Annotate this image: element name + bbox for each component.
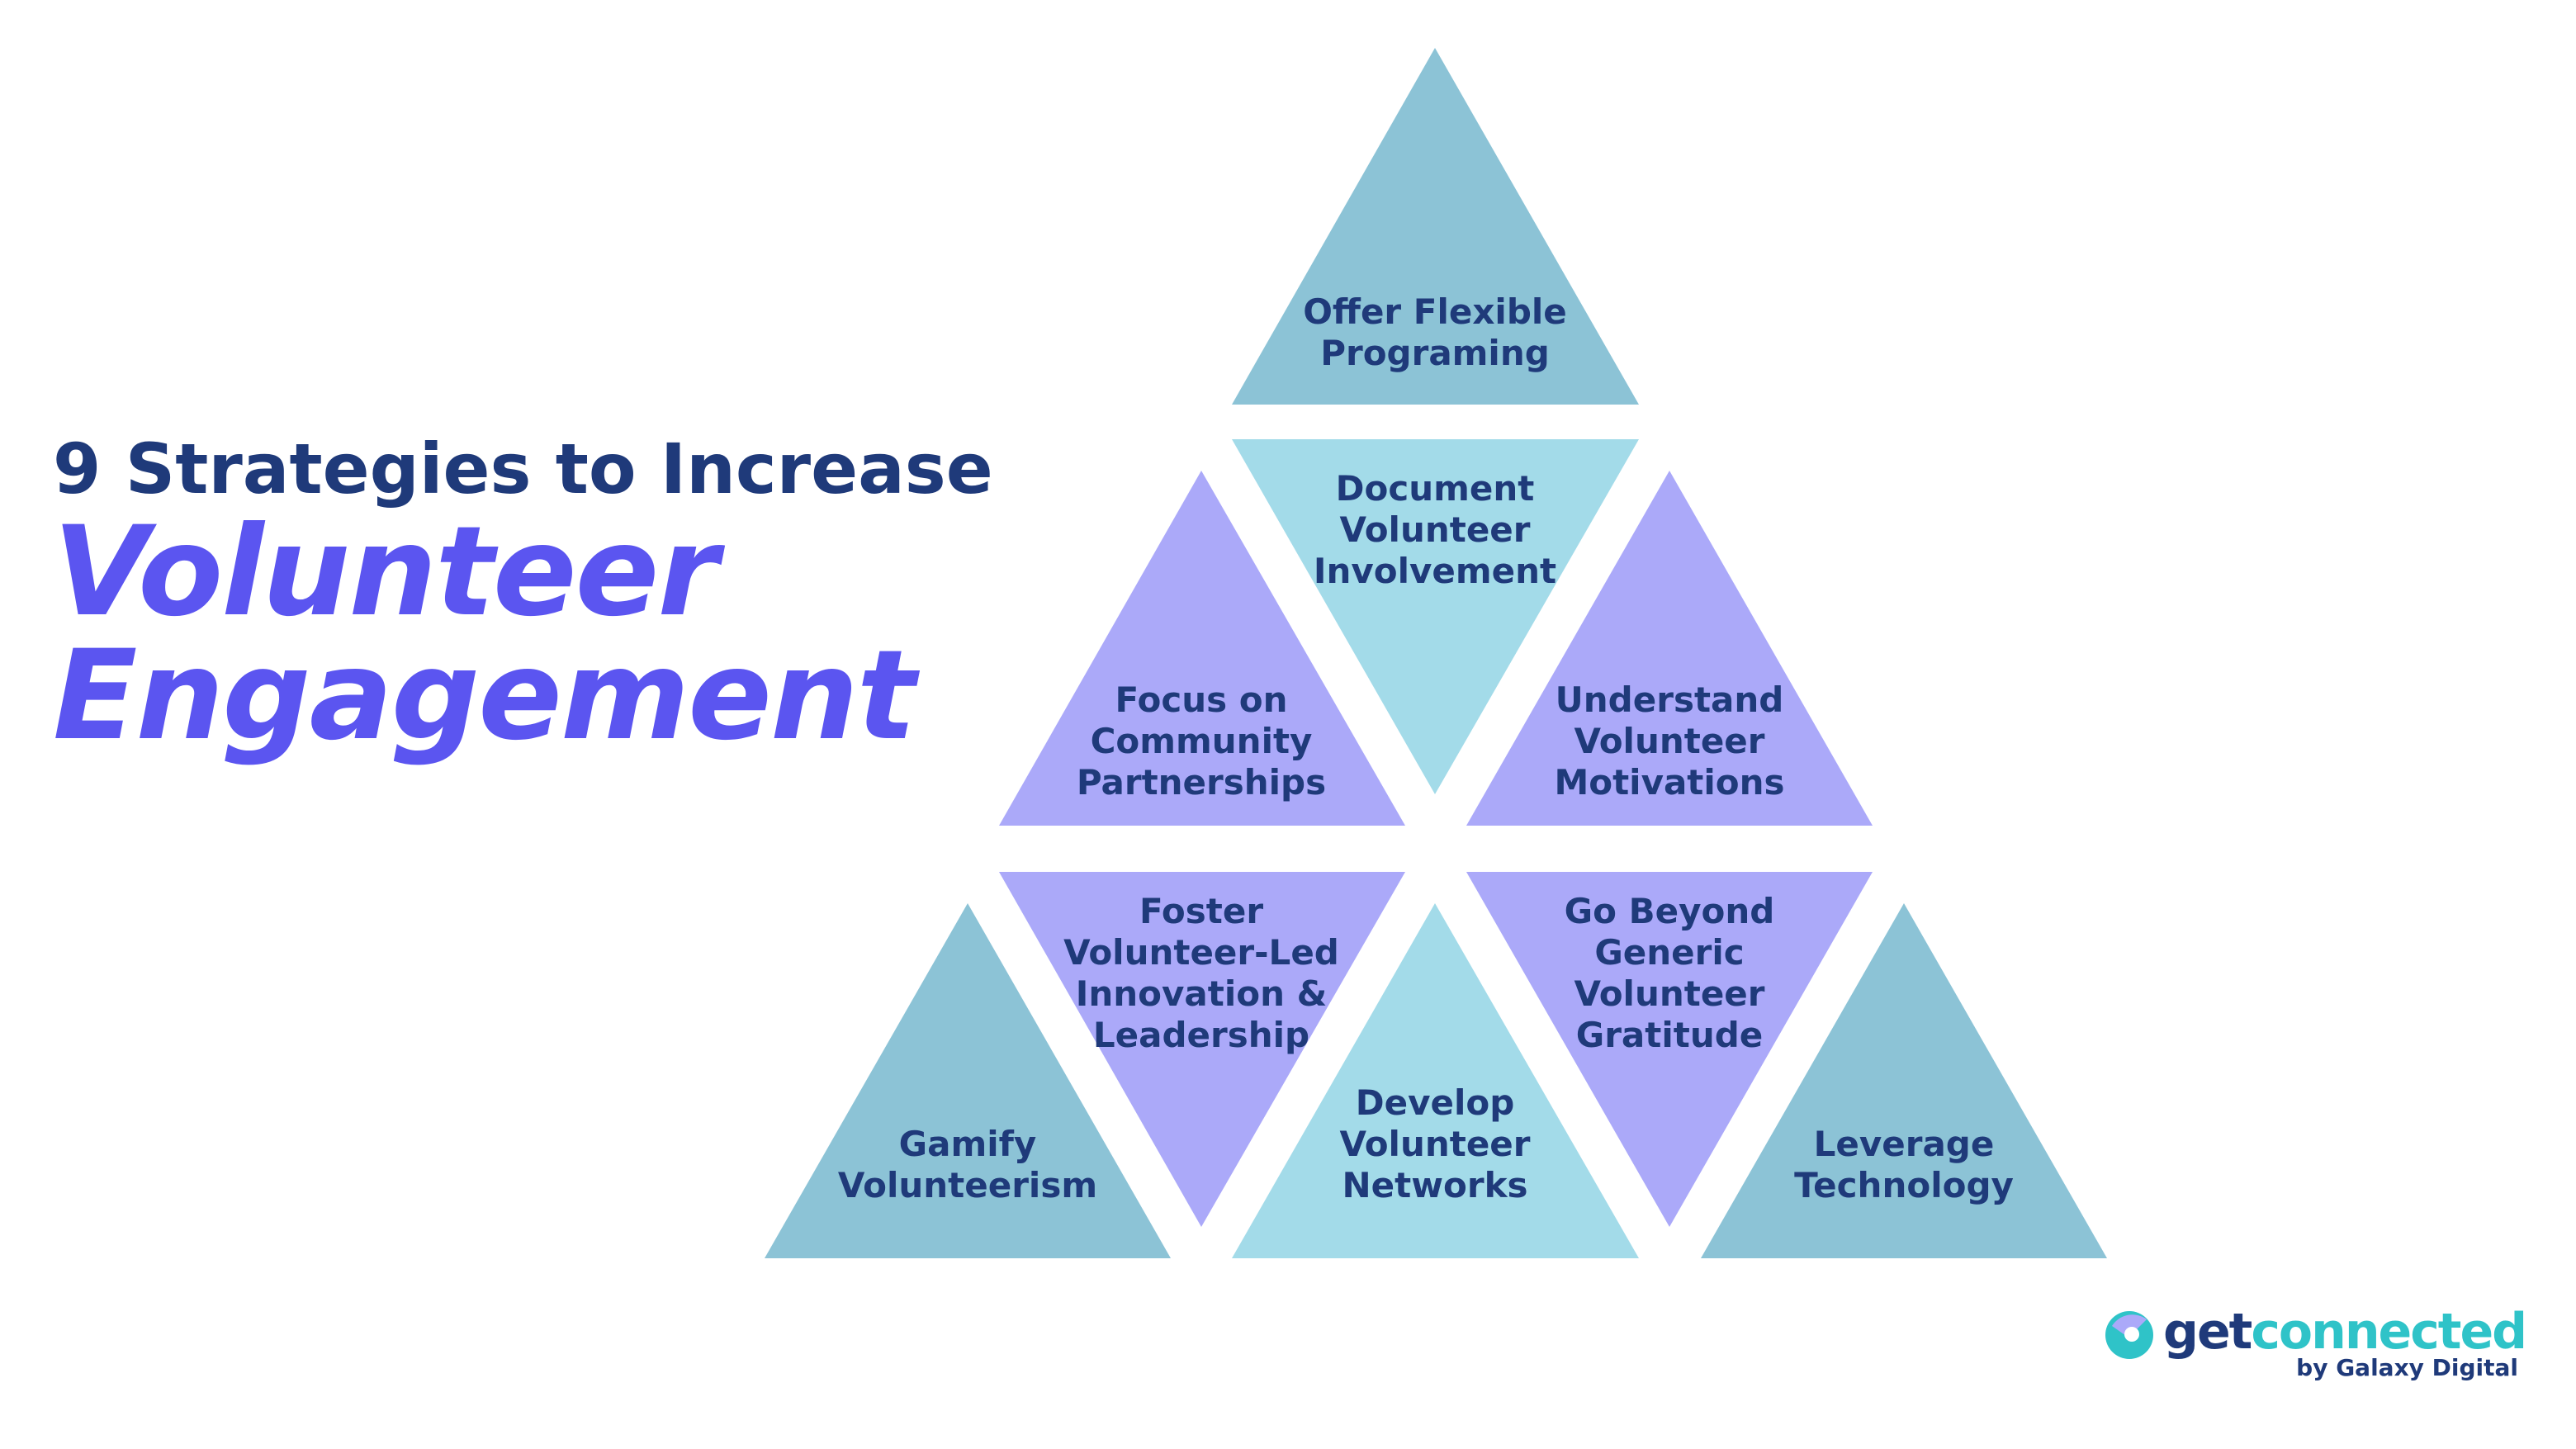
strategy-label-line: Innovation & [1076, 973, 1327, 1014]
strategy-label-line: Leadership [1093, 1015, 1309, 1055]
title-line-1: 9 Strategies to Increase [53, 429, 993, 509]
triangle-up-develop-volunteer-networks [1232, 903, 1639, 1258]
strategy-label-line: Document [1336, 468, 1535, 509]
strategy-label-line: Develop [1356, 1082, 1515, 1123]
strategy-label-line: Understand [1556, 680, 1784, 720]
strategy-label-line: Gamify [899, 1124, 1037, 1164]
strategy-label-line: Networks [1342, 1165, 1527, 1205]
triangle-up-leverage-technology [1701, 903, 2107, 1258]
strategy-label-line: Partnerships [1077, 762, 1326, 803]
strategy-label-line: Volunteer [1574, 721, 1764, 761]
title-block: 9 Strategies to Increase Volunteer Engag… [53, 428, 1011, 758]
strategy-label-line: Volunteer [1574, 973, 1764, 1014]
strategy-label-line: Go Beyond [1565, 891, 1775, 931]
strategy-label-line: Involvement [1314, 551, 1556, 591]
title-engagement: Engagement [53, 624, 916, 768]
strategy-label-line: Leverage [1814, 1124, 1995, 1164]
triangle-down-foster-volunteer-led-innovation [999, 872, 1405, 1227]
logo-mark-icon [2105, 1311, 2153, 1359]
logo-wordmark: getconnected [2163, 1303, 2527, 1361]
triangle-up-understand-volunteer-motivations [1466, 471, 1873, 826]
strategy-label-line: Technology [1794, 1165, 2014, 1205]
triangle-up-offer-flexible-programing [1232, 48, 1639, 405]
logo-connected-text: connected [2251, 1303, 2527, 1361]
strategy-label-line: Offer Flexible [1303, 291, 1567, 332]
strategy-label-line: Community [1091, 721, 1313, 761]
strategy-label-line: Programing [1320, 333, 1550, 373]
strategy-label-line: Volunteer-Led [1063, 932, 1339, 973]
getconnected-logo: getconnected by Galaxy Digital [2104, 1303, 2527, 1394]
strategy-label-line: Volunteer [1339, 509, 1530, 550]
logo-get-text: get [2163, 1303, 2252, 1361]
strategy-label-line: Volunteerism [838, 1165, 1097, 1205]
strategy-label-line: Focus on [1115, 680, 1287, 720]
triangle-down-go-beyond-generic-volunteer-gratitude [1466, 872, 1873, 1227]
strategy-label-line: Foster [1139, 891, 1263, 931]
strategy-label-line: Gratitude [1576, 1015, 1764, 1055]
triangle-up-focus-on-community-partnerships [999, 471, 1405, 826]
strategy-label-line: Generic [1594, 932, 1744, 973]
title-volunteer: Volunteer [53, 500, 718, 644]
triangle-up-gamify-volunteerism [765, 903, 1171, 1258]
strategy-label-line: Volunteer [1339, 1124, 1530, 1164]
triangle-down-document-volunteer-involvement [1232, 439, 1639, 794]
strategy-label-line: Motivations [1554, 762, 1784, 803]
logo-byline: by Galaxy Digital [2296, 1354, 2518, 1381]
